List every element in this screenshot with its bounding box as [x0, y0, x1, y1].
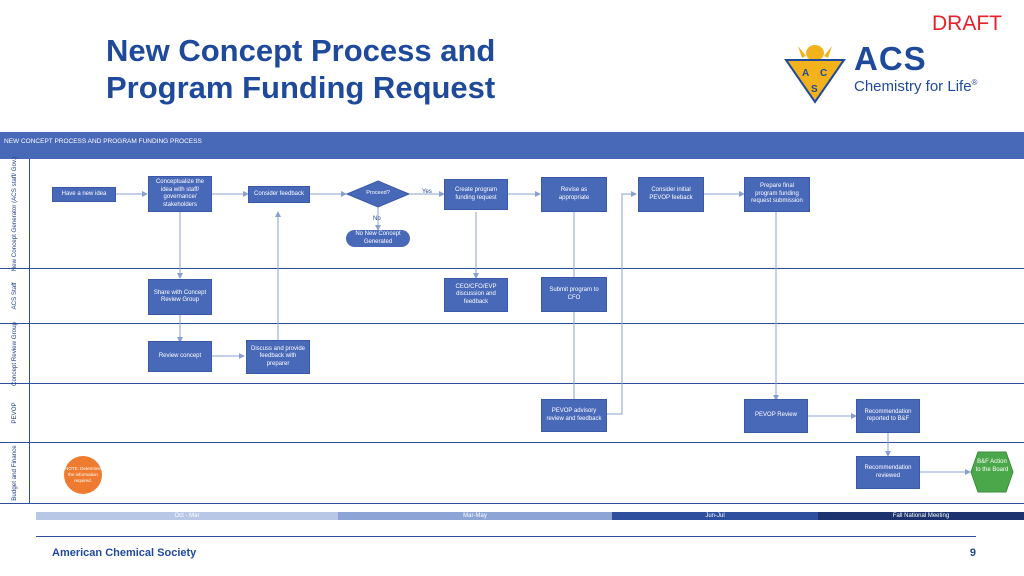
edge-label-no: No: [373, 216, 381, 222]
logo-reg-mark: ®: [971, 78, 978, 87]
lane-label-pevop: PEVOP: [0, 384, 30, 442]
decision-diamond: [346, 180, 410, 208]
slide-title: New Concept Process and Program Funding …: [106, 33, 496, 105]
page-number: 9: [969, 547, 976, 559]
logo-wordmark: ACS: [854, 40, 927, 77]
timeline-jun-jul: Jun-Jul: [612, 512, 818, 520]
acs-emblem-icon: A C S: [784, 45, 846, 104]
node-discuss-feedback: Discuss and provide feedback with prepar…: [246, 340, 310, 374]
node-review-concept: Review concept: [148, 341, 212, 372]
process-diagram: NEW CONCEPT PROCESS AND PROGRAM FUNDING …: [0, 132, 1024, 504]
node-share-concept: Share with Concept Review Group: [148, 279, 212, 315]
lane-acs-staff: ACS Staff: [0, 269, 1024, 324]
node-create-request: Create program funding request: [444, 179, 508, 210]
connector: [606, 191, 637, 415]
lane-label-concept-review: Concept Review Group: [0, 322, 30, 385]
node-ceo-discussion: CEO/CFO/EVP discussion and feedback: [444, 278, 508, 312]
lane-concept-generator: New Concept Generator (ACS staff/ Gov.): [0, 156, 1024, 271]
node-pevop-review: PEVOP Review: [744, 399, 808, 433]
note-circle: NOTE: Determine the information required…: [64, 456, 102, 494]
svg-text:A: A: [802, 68, 809, 79]
node-submit-cfo: Submit program to CFO: [541, 277, 607, 312]
edge-label-yes: Yes: [422, 189, 432, 195]
footer-org: American Chemical Society: [52, 547, 197, 559]
lane-pevop: PEVOP: [0, 384, 1024, 443]
lane-label-budget-finance: Budget and Finance: [0, 443, 30, 503]
timeline-fall-meeting: Fall National Meeting: [818, 512, 1024, 520]
bf-action-label: B&F Action to the Board: [975, 459, 1009, 473]
bf-action-hexagon: [970, 451, 1014, 493]
draft-label: DRAFT: [932, 12, 1002, 35]
node-consider-feedback: Consider feedback: [248, 186, 310, 203]
node-no-concept: No New Concept Generated: [346, 230, 410, 247]
logo-tagline-text: Chemistry for Life: [854, 78, 972, 95]
node-have-idea: Have a new idea: [52, 187, 116, 202]
svg-text:C: C: [820, 68, 827, 79]
logo-tagline: Chemistry for Life®: [854, 78, 977, 95]
node-conceptualize: Conceptualize the idea with staff/ gover…: [148, 176, 212, 212]
lane-label-acs-staff: ACS Staff: [0, 269, 30, 323]
timeline-bar: Oct - Mar Mar-May Jun-Jul Fall National …: [36, 512, 1024, 520]
footer-divider: [36, 536, 976, 537]
svg-text:S: S: [811, 84, 818, 95]
timeline-mar-may: Mar-May: [338, 512, 612, 520]
node-consider-initial: Consider initial PEVOP feeback: [638, 177, 704, 212]
node-recommendation-reviewed: Recommendation reviewed: [856, 456, 920, 489]
timeline-oct-mar: Oct - Mar: [36, 512, 338, 520]
diagram-header: NEW CONCEPT PROCESS AND PROGRAM FUNDING …: [0, 132, 1024, 159]
lane-budget-finance: Budget and Finance: [0, 443, 1024, 504]
acs-logo: A C S ACS Chemistry for Life®: [780, 40, 980, 110]
lane-concept-review: Concept Review Group: [0, 322, 1024, 385]
node-pevop-advisory: PEVOP advisory review and feedback: [541, 399, 607, 432]
node-revise: Revise as appropriate: [541, 177, 607, 212]
lane-label-concept-generator: New Concept Generator (ACS staff/ Gov.): [0, 156, 30, 271]
decision-label: Proceed?: [366, 190, 390, 196]
node-recommendation-reported: Recommendation reported to B&F: [856, 399, 920, 433]
node-prepare-final: Prepare final program funding request su…: [744, 177, 810, 212]
diagram-header-text: NEW CONCEPT PROCESS AND PROGRAM FUNDING …: [4, 138, 202, 145]
